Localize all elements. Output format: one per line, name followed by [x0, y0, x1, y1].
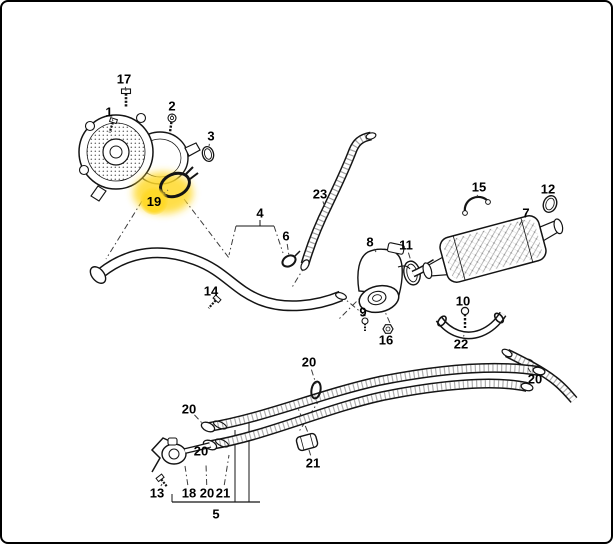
leader-line-20: [527, 367, 532, 373]
bolt-part-13: [155, 473, 169, 488]
connector-part-21: [295, 432, 319, 452]
oring-part-3: [201, 145, 215, 163]
leader-line-18: [184, 465, 189, 486]
leader-line-20: [194, 414, 203, 424]
leader-line-17: [124, 86, 127, 92]
projection-lines: [105, 198, 391, 436]
egr-valve-part-8: [357, 242, 411, 314]
bolt-part-2: [167, 113, 177, 134]
bolt-part-1: [108, 116, 119, 133]
oring-part-12: [542, 195, 558, 213]
leader-line-23: [322, 201, 326, 208]
leader-line-20: [205, 463, 208, 486]
leader-line-21: [308, 449, 312, 456]
leader-line-1: [111, 119, 114, 122]
label-4-bracket: [236, 220, 274, 227]
leader-lines: [111, 86, 551, 487]
leader-line-6: [286, 243, 290, 257]
front-pipe-part-4: [89, 247, 347, 312]
clamp-part-6: [281, 250, 301, 268]
nut-part-16: [382, 324, 394, 334]
lower-pipes-part-5: [200, 362, 546, 451]
leader-line-20: [208, 446, 212, 449]
bolt-part-17: [120, 88, 132, 107]
bolt-part-10: [460, 306, 470, 328]
leader-line-11: [407, 252, 412, 262]
egr-cooler-part-7: [411, 215, 564, 283]
leader-line-20: [310, 369, 317, 385]
leader-line-21: [223, 454, 230, 486]
clamp-part-20-mid: [310, 380, 322, 400]
leader-line-7: [517, 219, 523, 229]
bracket-part-15: [462, 195, 491, 216]
leader-line-13: [160, 483, 163, 487]
hose-part-22: [435, 311, 507, 340]
right-lower-pipe: [501, 348, 578, 403]
bolt-part-9: [361, 317, 369, 331]
bolt-part-14: [207, 294, 222, 309]
hose-part-23: [300, 131, 377, 271]
bottom-left-assembly: [150, 437, 211, 473]
leader-line-8: [373, 248, 377, 253]
